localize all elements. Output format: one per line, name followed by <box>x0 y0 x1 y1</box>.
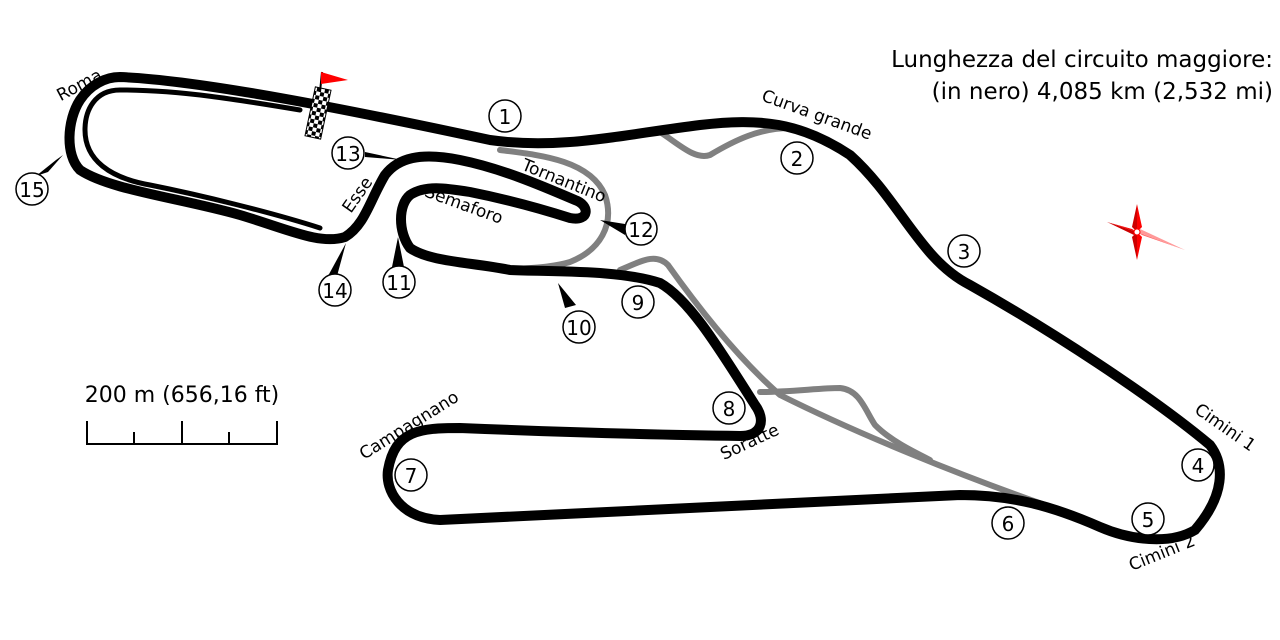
svg-text:7: 7 <box>405 464 418 488</box>
corner-number-5: 5 <box>1131 502 1165 536</box>
svg-text:10: 10 <box>566 316 591 340</box>
svg-text:14: 14 <box>322 279 347 303</box>
svg-text:12: 12 <box>628 218 653 242</box>
start-finish-flag-icon <box>304 71 348 140</box>
corner-name-soratte: Soratte <box>717 420 782 464</box>
corner-number-11: 11 <box>382 265 416 299</box>
scale-bar: 200 m (656,16 ft) <box>85 383 280 445</box>
info-line-1: Lunghezza del circuito maggiore: <box>891 47 1273 73</box>
corner-number-1: 1 <box>488 99 522 133</box>
corner-number-15: 15 <box>15 172 49 206</box>
svg-text:13: 13 <box>335 142 360 166</box>
alt-track-chicane <box>757 385 933 463</box>
main-track-inner-edge <box>82 87 323 231</box>
svg-text:2: 2 <box>791 147 804 171</box>
svg-text:5: 5 <box>1142 508 1155 532</box>
svg-text:11: 11 <box>386 271 411 295</box>
corner-number-8: 8 <box>712 391 746 425</box>
main-track <box>64 72 1225 545</box>
corner-number-10: 10 <box>562 310 596 344</box>
svg-text:9: 9 <box>632 291 645 315</box>
main-track-outer-loop <box>64 72 1225 545</box>
corner-pointers <box>36 152 625 308</box>
scale-label: 200 m (656,16 ft) <box>85 383 280 408</box>
corner-number-2: 2 <box>780 141 814 175</box>
corner-number-4: 4 <box>1181 448 1215 482</box>
svg-text:3: 3 <box>958 240 971 264</box>
corner-number-12: 12 <box>624 212 658 246</box>
corner-number-14: 14 <box>318 273 352 307</box>
corner-number-13: 13 <box>331 136 365 170</box>
compass-rose-icon <box>1107 204 1185 260</box>
svg-text:6: 6 <box>1002 512 1015 536</box>
corner-number-9: 9 <box>621 285 655 319</box>
info-line-2: (in nero) 4,085 km (2,532 mi) <box>932 79 1273 105</box>
corner-number-6: 6 <box>991 506 1025 540</box>
alt-track-turn2-link <box>657 125 793 159</box>
alt-track-inner-connector <box>617 255 1048 508</box>
corner-numbers: 1 2 3 4 5 6 7 8 9 10 11 12 13 14 15 <box>15 99 1215 540</box>
corner-number-3: 3 <box>947 234 981 268</box>
svg-text:4: 4 <box>1192 454 1205 478</box>
svg-text:1: 1 <box>499 105 512 129</box>
svg-text:15: 15 <box>19 178 44 202</box>
svg-text:8: 8 <box>723 397 736 421</box>
corner-number-7: 7 <box>394 458 428 492</box>
corner-name-cimini-1: Cimini 1 <box>1191 400 1259 456</box>
